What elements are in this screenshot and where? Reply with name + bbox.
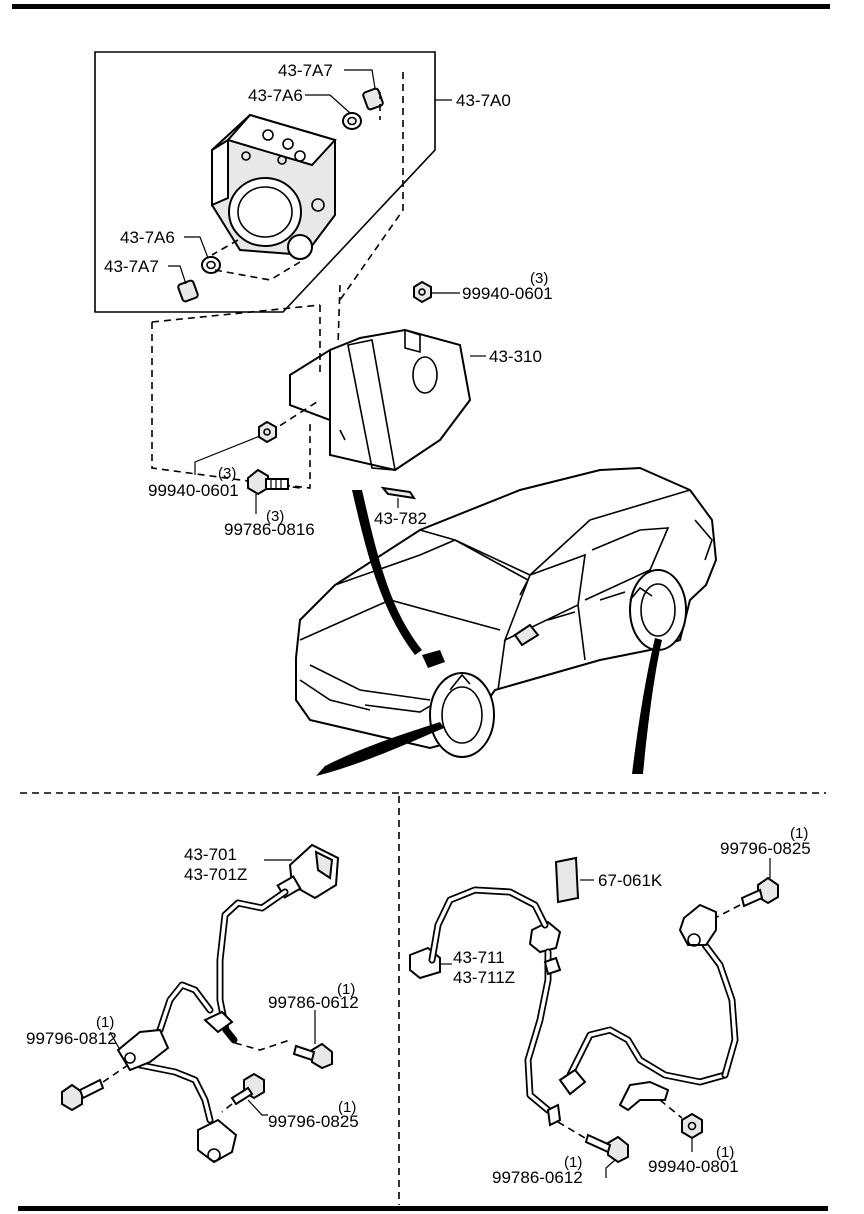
bolt-rr-99786-0612 bbox=[584, 1133, 629, 1164]
bolt-fl-99796-0825 bbox=[230, 1072, 265, 1106]
bolt-rr-99796-0825 bbox=[740, 876, 779, 908]
qty-bolt-fl-3: (1) bbox=[338, 1099, 356, 1116]
fitting-bottom bbox=[177, 279, 199, 303]
vehicle-illustration bbox=[295, 466, 718, 758]
washer-top bbox=[342, 112, 362, 130]
bracket-bolt bbox=[247, 468, 289, 496]
label-43-7a0: 43-7A0 bbox=[456, 91, 511, 110]
nut-left bbox=[258, 420, 277, 444]
label-tag-67-061k bbox=[554, 856, 580, 904]
label-43-711: 43-711 bbox=[453, 948, 505, 967]
rear-sensor-grommet bbox=[528, 920, 562, 954]
callout-arrow-front bbox=[316, 722, 444, 776]
bracket-group: (3) 99940-0601 43-310 (3) 99940-0601 (3)… bbox=[148, 270, 553, 539]
bolt-fl-99796-0812 bbox=[61, 1078, 105, 1112]
rear-sensor-head bbox=[678, 903, 717, 947]
qty-bolt-fl-2: (1) bbox=[96, 1014, 114, 1031]
label-67-061k: 67-061K bbox=[598, 871, 663, 890]
label-99940-0601-top: 99940-0601 bbox=[462, 284, 553, 303]
abs-hydraulic-unit bbox=[211, 113, 337, 260]
label-99786-0816: 99786-0816 bbox=[224, 520, 315, 539]
label-43-701: 43-701 bbox=[184, 845, 237, 864]
callout-arrow-hu bbox=[352, 490, 422, 655]
label-99940-0601-left: 99940-0601 bbox=[148, 481, 239, 500]
label-43-701z: 43-701Z bbox=[184, 865, 247, 884]
hu-bracket bbox=[289, 328, 472, 472]
washer-bottom bbox=[201, 256, 221, 274]
hu-assembly-outline bbox=[94, 51, 436, 313]
nut-rr-99940-0801 bbox=[681, 1112, 703, 1140]
rear-sensor-bracket bbox=[618, 1080, 670, 1112]
front-sensor-connector bbox=[276, 843, 340, 900]
qty-nut-top: (3) bbox=[530, 270, 548, 287]
label-99796-0825-fl: 99796-0825 bbox=[268, 1112, 359, 1131]
front-wheel-sensor-group: 43-701 43-701Z (1) 99786-0612 (1) 99796-… bbox=[26, 843, 359, 1164]
qty-nut-left: (3) bbox=[218, 465, 236, 482]
label-99940-0801: 99940-0801 bbox=[648, 1157, 739, 1176]
qty-bolt-bracket: (3) bbox=[266, 508, 284, 525]
label-99786-0612-rr: 99786-0612 bbox=[492, 1168, 583, 1187]
front-sensor-head bbox=[197, 1118, 238, 1164]
abs-location-mark bbox=[422, 650, 445, 668]
label-43-711z: 43-711Z bbox=[453, 968, 515, 987]
label-43-7a6-bottom: 43-7A6 bbox=[120, 228, 175, 247]
hydraulic-unit-group: 43-7A7 43-7A6 43-7A6 43-7A7 43-7A0 bbox=[94, 51, 511, 313]
label-43-782: 43-782 bbox=[374, 509, 427, 528]
qty-bolt-fl-1: (1) bbox=[337, 981, 355, 998]
qty-bolt-rr-2: (1) bbox=[564, 1154, 582, 1171]
rear-wheel-sensor-group: 67-061K 43-711 43-711Z (1) 99796-0825 (1… bbox=[409, 825, 811, 1187]
label-99796-0825-rr: 99796-0825 bbox=[720, 839, 811, 858]
clip-43-782 bbox=[380, 486, 417, 500]
bottom-border bbox=[18, 1206, 828, 1211]
label-99796-0812: 99796-0812 bbox=[26, 1029, 117, 1048]
nut-top bbox=[413, 280, 432, 304]
label-43-7a7-top: 43-7A7 bbox=[278, 61, 333, 80]
qty-bolt-rr-1: (1) bbox=[790, 825, 808, 842]
bolt-fl-99786-0612 bbox=[292, 1042, 333, 1070]
label-43-7a7-bottom: 43-7A7 bbox=[104, 257, 159, 276]
label-43-310: 43-310 bbox=[489, 347, 542, 366]
qty-nut-rr: (1) bbox=[716, 1144, 734, 1161]
label-99786-0612-fl: 99786-0612 bbox=[268, 993, 359, 1012]
callout-arrow-rear bbox=[632, 638, 662, 774]
label-43-7a6-top: 43-7A6 bbox=[248, 86, 303, 105]
top-border bbox=[12, 4, 830, 9]
